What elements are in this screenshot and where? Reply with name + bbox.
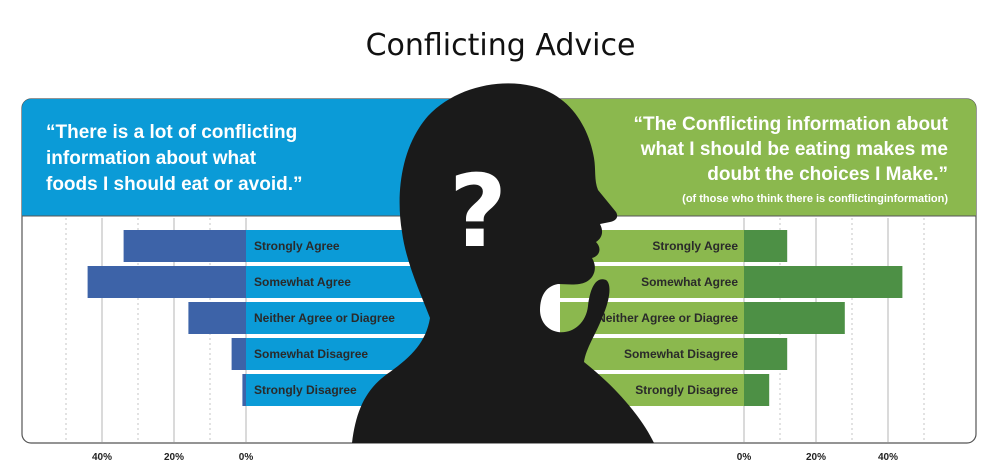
right-bar-2 bbox=[744, 302, 845, 334]
right-tick-label-0: 0% bbox=[737, 452, 752, 463]
left-tick-label-2: 0% bbox=[239, 452, 254, 463]
right-category-label-1: Somewhat Agree bbox=[641, 275, 738, 289]
left-header-panel bbox=[22, 99, 500, 216]
left-category-label-1: Somewhat Agree bbox=[254, 275, 351, 289]
page-title: Conflicting Advice bbox=[365, 28, 636, 63]
right-tick-label-2: 40% bbox=[878, 452, 898, 463]
right-category-label-4: Strongly Disagree bbox=[635, 383, 738, 397]
left-quote-line-3: foods I should eat or avoid.” bbox=[46, 174, 303, 195]
right-quote-line-3: doubt the choices I Make.” bbox=[707, 164, 948, 185]
left-tick-label-0: 40% bbox=[92, 452, 112, 463]
right-bar-4 bbox=[744, 374, 770, 406]
left-category-label-4: Strongly Disagree bbox=[254, 383, 357, 397]
right-category-label-3: Somewhat Disagree bbox=[624, 347, 738, 361]
left-category-label-0: Strongly Agree bbox=[254, 239, 340, 253]
left-bar-0 bbox=[123, 230, 246, 262]
left-quote-line-1: “There is a lot of conflicting bbox=[46, 122, 297, 143]
question-mark-icon: ? bbox=[449, 153, 507, 270]
left-bar-3 bbox=[231, 338, 246, 370]
right-category-label-2: Neither Agree or Diagree bbox=[597, 311, 738, 325]
right-tick-label-1: 20% bbox=[806, 452, 826, 463]
right-bar-3 bbox=[744, 338, 788, 370]
right-quote-note: (of those who think there is conflicting… bbox=[682, 193, 948, 205]
left-bar-4 bbox=[242, 374, 246, 406]
axis-ticks: 40% 20% 0% 0% 20% 40% bbox=[92, 452, 898, 463]
left-bar-1 bbox=[87, 266, 246, 298]
left-quote-line-2: information about what bbox=[46, 148, 257, 169]
right-quote-line-1: “The Conflicting information about bbox=[633, 114, 948, 135]
left-category-label-2: Neither Agree or Diagree bbox=[254, 311, 395, 325]
left-tick-label-1: 20% bbox=[164, 452, 184, 463]
right-bar-0 bbox=[744, 230, 788, 262]
right-header-panel bbox=[500, 99, 976, 216]
right-label-band-3 bbox=[560, 338, 744, 370]
left-category-label-3: Somewhat Disagree bbox=[254, 347, 368, 361]
right-quote-line-2: what I should be eating makes me bbox=[640, 139, 948, 160]
thinking-head-question-icon bbox=[352, 83, 654, 444]
left-bar-2 bbox=[188, 302, 246, 334]
right-bar-1 bbox=[744, 266, 903, 298]
right-category-label-0: Strongly Agree bbox=[652, 239, 738, 253]
